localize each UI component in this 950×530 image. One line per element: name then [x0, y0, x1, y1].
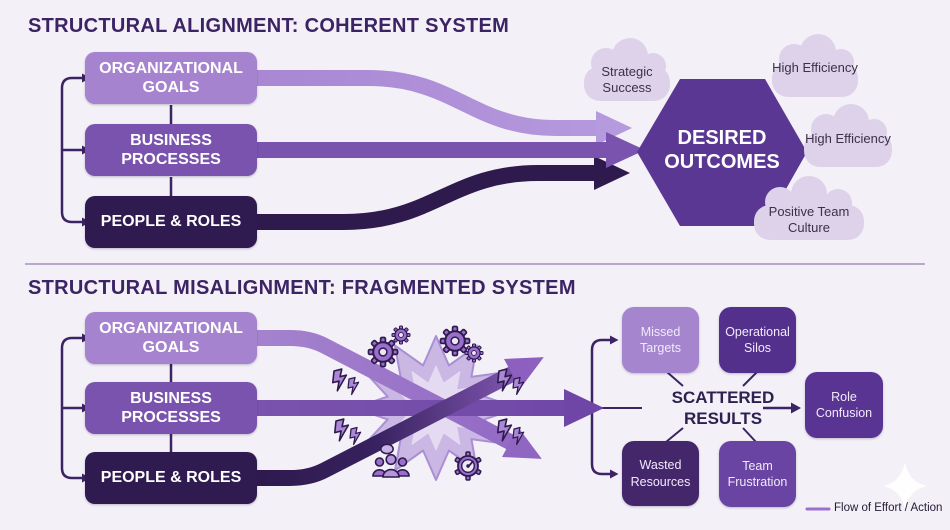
- people-roles-box-misaligned: PEOPLE & ROLES: [85, 452, 257, 504]
- flow-arrow-people-misaligned: [257, 357, 544, 486]
- wasted-resources-box: Wasted Resources: [622, 441, 699, 506]
- team-frustration-box: Team Frustration: [719, 441, 796, 507]
- cloud-icon: [584, 34, 892, 240]
- results-split-arrowheads: [610, 335, 619, 479]
- flow-arrow-goals-misaligned: [257, 330, 542, 459]
- flow-arrow-goals-aligned: [257, 70, 632, 145]
- legend-label: Flow of Effort / Action: [834, 502, 943, 514]
- org-goals-box-aligned: ORGANIZATIONAL GOALS: [85, 52, 257, 104]
- cloud-label-high-efficiency-1: High Efficiency: [772, 60, 858, 75]
- desired-outcomes-hexagon: [637, 79, 807, 226]
- aligned-left-bracket: [60, 76, 82, 224]
- cloud-high-efficiency-1: [772, 34, 858, 97]
- cloud-positive-team-culture: [754, 176, 864, 240]
- role-confusion-box: Role Confusion: [805, 372, 883, 438]
- scattered-connectors: [665, 371, 791, 443]
- people-roles-box-aligned: PEOPLE & ROLES: [85, 196, 257, 248]
- misaligned-section-title: STRUCTURAL MISALIGNMENT: FRAGMENTED SYST…: [28, 277, 576, 299]
- missed-targets-box: Missed Targets: [622, 307, 699, 373]
- sparkle-icon: [883, 462, 927, 510]
- cloud-label-positive-team-culture: Positive Team Culture: [768, 204, 850, 236]
- desired-outcomes-label: DESIRED OUTCOMES: [664, 127, 780, 173]
- flow-arrow-processes-misaligned: [257, 389, 604, 427]
- aligned-section-title: STRUCTURAL ALIGNMENT: COHERENT SYSTEM: [28, 15, 510, 37]
- role-confusion-arrowhead: [791, 402, 801, 414]
- cloud-strategic-success: [584, 38, 670, 101]
- business-processes-box-misaligned: BUSINESS PROCESSES: [85, 382, 257, 434]
- flow-arrow-people-aligned: [257, 156, 630, 230]
- operational-silos-box: Operational Silos: [719, 307, 796, 373]
- cloud-label-strategic-success: Strategic Success: [601, 64, 653, 96]
- org-goals-box-misaligned: ORGANIZATIONAL GOALS: [85, 312, 257, 364]
- cloud-high-efficiency-2: [804, 104, 892, 167]
- business-processes-box-aligned: BUSINESS PROCESSES: [85, 124, 257, 176]
- misaligned-left-bracket: [60, 336, 82, 480]
- scattered-results-label: SCATTERED RESULTS: [671, 388, 775, 429]
- cloud-label-high-efficiency-2: High Efficiency: [805, 131, 891, 146]
- flow-arrow-processes-aligned: [257, 132, 645, 168]
